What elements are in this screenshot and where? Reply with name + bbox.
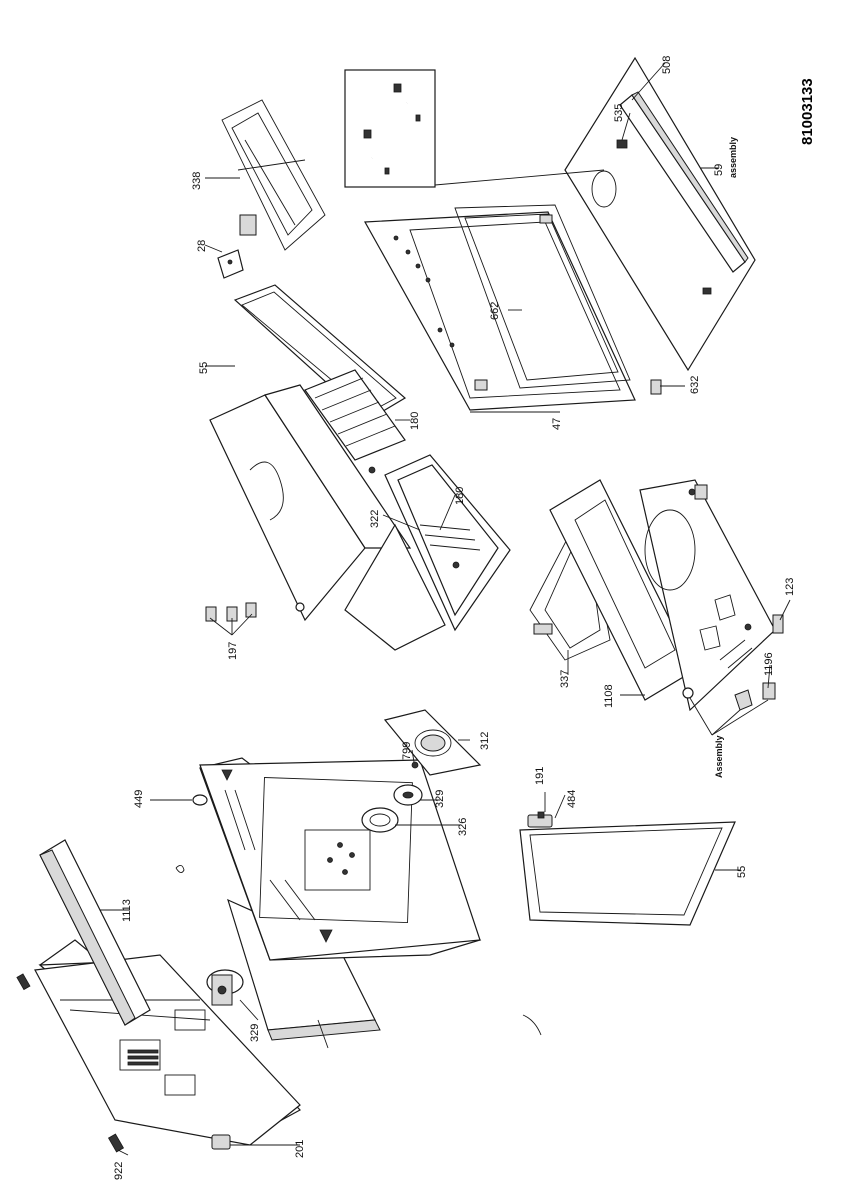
label-1113: 1113 [121,899,133,922]
label-180-a: 180 [409,412,421,430]
top-cover-panel [39,839,151,1026]
assembly-note-upper: assembly [728,137,738,178]
rear-wall-panel [199,757,482,961]
label-337: 337 [559,670,571,688]
side-glass-55-bottom [519,821,736,926]
outer-door-59 [564,56,756,372]
label-197: 197 [227,642,239,660]
shelf-runner-180-a [304,369,406,474]
label-1196: 1196 [763,652,775,676]
back-liner-assembly [344,454,511,651]
label-312: 312 [479,732,491,750]
screw-top [16,973,31,991]
door-frame-47 [364,204,636,411]
grill-element-338 [221,99,326,251]
rear-panel [34,939,301,1146]
clip-632 [650,379,662,395]
bracket-28 [217,249,244,279]
label-191: 191 [534,767,546,785]
cable [522,1014,542,1036]
hinge-detail-inset [344,69,605,188]
label-484: 484 [566,790,578,808]
label-55-bottom: 55 [736,866,748,878]
label-201: 201 [294,1140,306,1158]
label-922: 922 [113,1162,125,1180]
part-labels: 338 28 55 180 322 180 197 662 47 632 535… [113,56,816,1180]
document-number: 81003133 [799,78,816,145]
assembly-note-lower: Assembly [714,735,724,778]
label-55-top: 55 [198,362,210,374]
label-662: 662 [489,302,501,320]
thermostat-knob-197 [205,602,257,622]
label-535: 535 [613,104,625,122]
label-322: 322 [369,510,381,528]
label-326: 326 [457,818,469,836]
fan-motor-329 [206,969,244,1006]
screw-922 [107,1133,125,1153]
leader-lines [100,62,791,1156]
convection-fan-326 [361,784,423,833]
fan-cover-312 [383,709,482,776]
screw-799 [411,761,419,769]
label-59: 59 [713,164,725,176]
label-123: 123 [784,578,796,596]
label-1108: 1108 [603,684,615,708]
label-799: 799 [401,742,413,760]
switch-191 [527,811,553,828]
label-47: 47 [551,418,563,430]
terminal-block-201 [211,1134,231,1150]
label-449: 449 [133,790,145,808]
label-329-b: 329 [249,1024,261,1042]
label-632: 632 [689,376,701,394]
small-clip [175,865,185,873]
foot-123 [772,614,784,634]
cavity-side-liner [209,384,412,622]
label-338: 338 [191,172,203,190]
label-329-a: 329 [434,790,446,808]
label-508: 508 [661,56,673,74]
label-180-b: 180 [454,487,466,505]
label-28: 28 [196,240,208,252]
gasket-ring-449 [192,794,208,806]
